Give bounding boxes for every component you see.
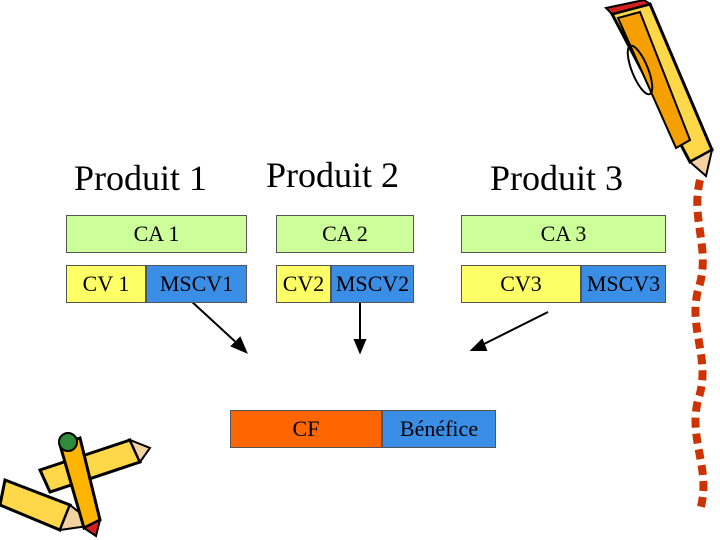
variable-cost-box-3: CV3 [461, 265, 581, 303]
variable-cost-box-2: CV2 [276, 265, 331, 303]
product-1-title: Produit 1 [74, 158, 208, 198]
revenue-box-2: CA 2 [276, 215, 414, 253]
pencil-clipart-icon [603, 0, 714, 178]
arrows [189, 299, 549, 355]
margin-box-3: MSCV3 [581, 265, 666, 303]
product-3-title: Produit 3 [490, 158, 624, 198]
fixed-cost-box: CF [230, 410, 382, 448]
profit-box: Bénéfice [382, 410, 496, 448]
product-2-title: Produit 2 [266, 155, 400, 195]
margin-box-1: MSCV1 [146, 265, 247, 303]
revenue-box-1: CA 1 [66, 215, 247, 253]
variable-cost-box-1: CV 1 [66, 265, 146, 303]
crossed-pencils-icon [0, 432, 152, 538]
border-strip [691, 179, 708, 512]
margin-box-2: MSCV2 [331, 265, 414, 303]
revenue-box-3: CA 3 [461, 215, 666, 253]
